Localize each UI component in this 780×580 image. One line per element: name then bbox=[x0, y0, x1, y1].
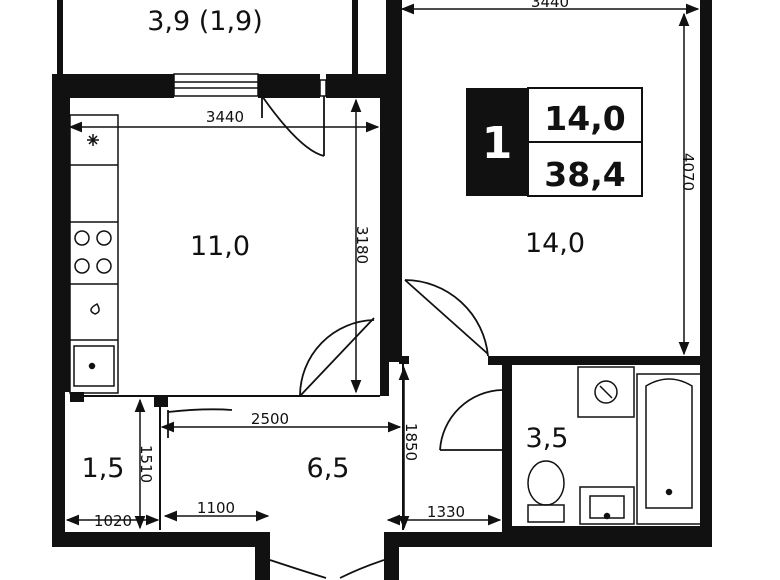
dim-bath-passage: 1850 bbox=[402, 423, 420, 461]
doors bbox=[167, 95, 503, 579]
dimension-labels: 3440 3440 4070 3180 2500 1850 1510 1020 … bbox=[94, 0, 697, 530]
badge-living-area: 14,0 bbox=[544, 99, 625, 138]
toilet-icon bbox=[527, 460, 565, 523]
living-room-area-label: 14,0 bbox=[525, 228, 585, 259]
balcony-area-label: 3,9 (1,9) bbox=[147, 6, 263, 37]
dim-entry-left: 1100 bbox=[197, 499, 235, 517]
hallway-area-label: 6,5 bbox=[307, 453, 350, 484]
dim-wardrobe-depth: 1510 bbox=[137, 445, 155, 483]
wardrobe-area-label: 1,5 bbox=[82, 453, 125, 484]
kitchen-counter bbox=[69, 114, 119, 394]
kitchen-sink-icon bbox=[73, 345, 115, 387]
dim-kitchen-width: 3440 bbox=[206, 108, 244, 126]
kitchen-area-label: 11,0 bbox=[190, 231, 250, 262]
drop-icon bbox=[90, 303, 100, 315]
bathroom-area-label: 3,5 bbox=[526, 423, 569, 454]
kitchen-window bbox=[173, 73, 259, 97]
stove-icon bbox=[74, 230, 112, 274]
dim-living-height: 4070 bbox=[679, 153, 697, 191]
balcony-door-frame bbox=[319, 79, 327, 97]
room-count: 1 bbox=[482, 118, 513, 169]
dim-top-width: 3440 bbox=[531, 0, 569, 11]
dim-entry-right: 1330 bbox=[427, 503, 465, 521]
apartment-badge: 1 14,0 38,4 bbox=[466, 87, 643, 197]
snowflake-icon bbox=[87, 134, 99, 146]
washing-machine-icon bbox=[577, 366, 635, 418]
washbasin-icon bbox=[579, 486, 635, 525]
badge-total-area: 38,4 bbox=[544, 155, 625, 194]
dim-wardrobe-width: 1020 bbox=[94, 512, 132, 530]
room-labels: 3,9 (1,9) 11,0 14,0 3,5 1,5 6,5 bbox=[82, 6, 586, 484]
bathtub-icon bbox=[636, 373, 703, 525]
dimension-lines bbox=[65, 3, 700, 530]
dim-hall-width: 2500 bbox=[251, 410, 289, 428]
walls bbox=[52, 0, 712, 580]
dim-kitchen-height: 3180 bbox=[353, 226, 371, 264]
